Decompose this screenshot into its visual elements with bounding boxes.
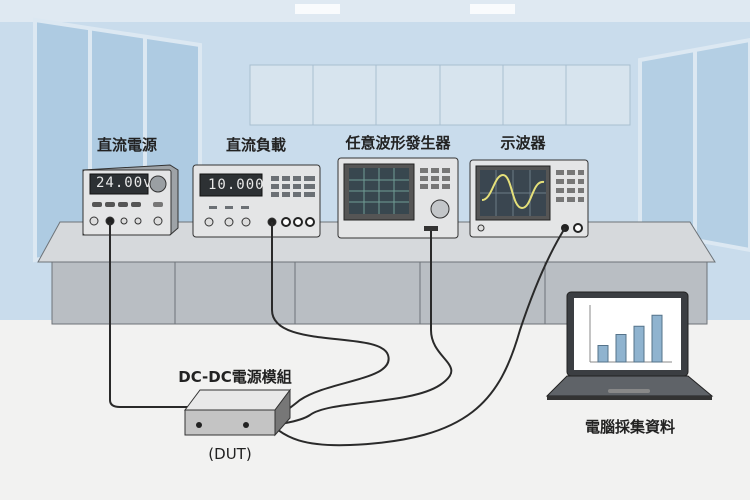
arbitrary-waveform-generator[interactable] xyxy=(337,157,459,239)
dut-sublabel: (DUT) xyxy=(208,445,252,463)
computer-label: 電腦採集資料 xyxy=(584,418,676,436)
dut-module[interactable] xyxy=(184,388,291,437)
laptop-chart-bar xyxy=(633,325,645,363)
laptop-chart-bar xyxy=(597,345,609,363)
laptop[interactable] xyxy=(545,291,714,400)
dc-load-label: 直流負載 xyxy=(225,136,287,154)
power-supply-display: 24.00v xyxy=(96,175,153,191)
dut-label: DC-DC電源模組 xyxy=(178,368,292,386)
dc-electronic-load[interactable] xyxy=(192,164,321,238)
laptop-chart-bar xyxy=(651,314,663,363)
waveform-trace xyxy=(481,173,545,210)
wall-cabinets xyxy=(249,64,631,126)
laptop-bar-chart xyxy=(597,314,663,363)
dc-load-display: 10.000 xyxy=(208,177,265,193)
awg-label: 任意波形發生器 xyxy=(345,134,451,152)
dc-power-supply[interactable] xyxy=(82,164,179,236)
dc-power-supply-label: 直流電源 xyxy=(96,136,158,154)
window-right xyxy=(638,37,750,253)
laptop-chart-bar xyxy=(615,334,627,363)
oscilloscope[interactable] xyxy=(469,159,589,238)
oscilloscope-label: 示波器 xyxy=(500,134,546,152)
